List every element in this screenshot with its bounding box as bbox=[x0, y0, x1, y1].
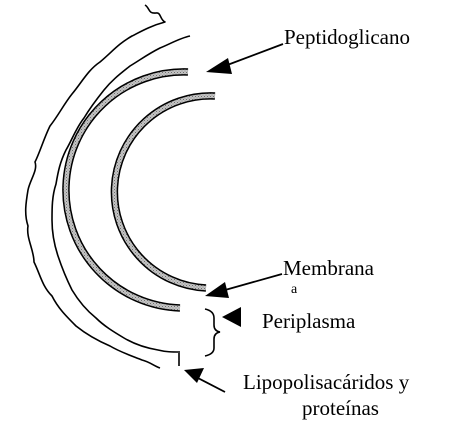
outer-membrane-line-outer bbox=[26, 5, 165, 368]
cytoplasmic-membrane-layer bbox=[114, 96, 215, 288]
cytoplasmic-membrane-layer-fill bbox=[114, 96, 215, 288]
arrow-lipopolysaccharides bbox=[184, 368, 225, 392]
periplasm-bracket bbox=[205, 309, 220, 356]
label-membrane-fragment: a bbox=[291, 283, 297, 297]
arrow-peptidoglycan bbox=[206, 44, 283, 74]
label-periplasm: Periplasma bbox=[262, 311, 355, 332]
outer-membrane bbox=[26, 5, 190, 368]
label-peptidoglycan: Peptidoglicano bbox=[284, 27, 410, 48]
label-lipopolysaccharides-line2: proteínas bbox=[302, 398, 379, 419]
arrow-periplasm bbox=[222, 307, 241, 327]
label-membrane: Membrana bbox=[283, 258, 374, 279]
arrow-membrane bbox=[205, 274, 282, 298]
label-lipopolysaccharides-line1: Lipopolisacáridos y bbox=[243, 372, 409, 393]
